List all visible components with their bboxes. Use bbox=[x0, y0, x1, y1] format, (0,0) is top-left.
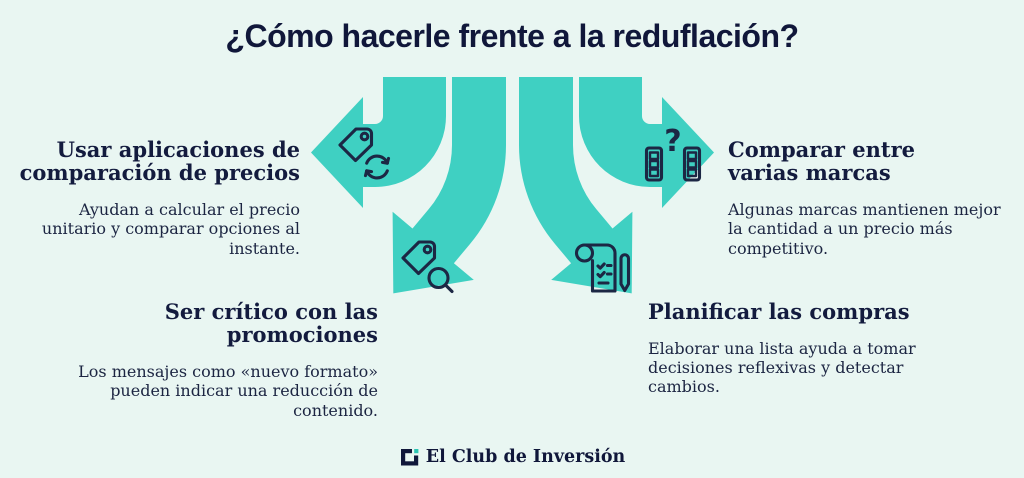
section-heading: Planificar las compras bbox=[648, 299, 910, 324]
section-body: Ayudan a calcular el precio unitario y c… bbox=[41, 200, 300, 258]
section-body: Algunas marcas mantienen mejor la cantid… bbox=[728, 200, 1001, 258]
question-mark-glyph: ? bbox=[664, 124, 681, 159]
brands-question-icon: ? bbox=[644, 124, 702, 182]
arrow-left-inner bbox=[392, 77, 507, 294]
section-heading: Usar aplicaciones de comparación de prec… bbox=[19, 137, 300, 186]
price-tag-magnifier-icon bbox=[401, 240, 454, 294]
section-bottom-right: Planificar las compras Elaborar una list… bbox=[648, 300, 918, 397]
page-title: ¿Cómo hacerle frente a la reduflación? bbox=[225, 18, 799, 54]
section-heading: Comparar entre varias marcas bbox=[728, 137, 916, 186]
club-inversion-logo-icon bbox=[400, 449, 419, 466]
section-top-right: Comparar entre varias marcas Algunas mar… bbox=[728, 138, 1004, 258]
arrow-right-inner bbox=[519, 77, 633, 294]
section-bottom-left: Ser crítico con las promociones Los mens… bbox=[78, 300, 378, 420]
brand-name: El Club de Inversión bbox=[425, 447, 626, 467]
arrow-right-outer bbox=[579, 77, 714, 208]
shopping-list-pen-icon bbox=[574, 243, 631, 293]
section-heading: Ser crítico con las promociones bbox=[164, 299, 378, 348]
section-top-left: Usar aplicaciones de comparación de prec… bbox=[10, 138, 300, 258]
brand-footer: El Club de Inversión bbox=[0, 446, 1024, 468]
section-body: Elaborar una lista ayuda a tomar decisio… bbox=[648, 339, 916, 397]
arrow-left-outer bbox=[311, 77, 446, 208]
section-body: Los mensajes como «nuevo formato» pueden… bbox=[78, 362, 378, 420]
price-tag-sync-icon bbox=[338, 127, 391, 180]
